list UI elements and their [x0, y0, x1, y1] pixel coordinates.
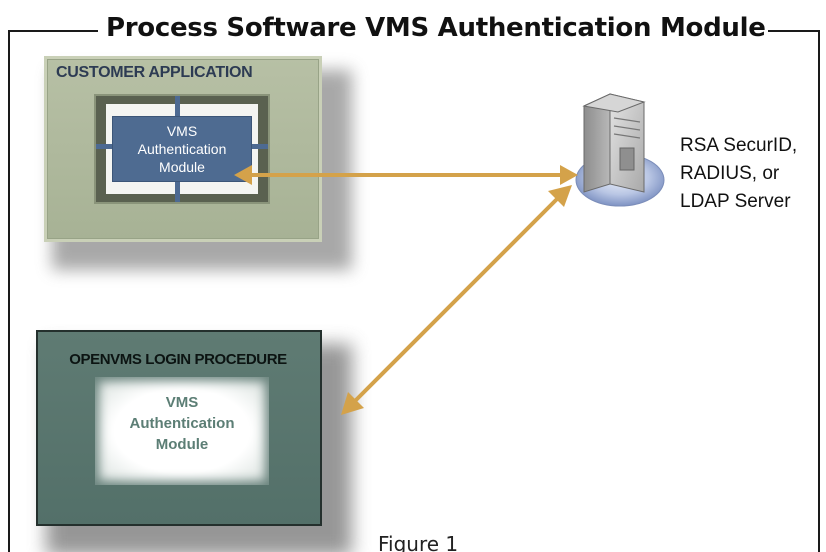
customer-module-line-2: Authentication — [137, 141, 227, 157]
server-label-line-3: LDAP Server — [680, 191, 791, 212]
frame-border-right — [818, 30, 820, 552]
figure-caption: Figure 1 — [378, 532, 459, 552]
customer-module-line-1: VMS — [166, 123, 198, 139]
frame-border-left — [8, 30, 10, 552]
server-label: RSA SecurID, RADIUS, or LDAP Server — [680, 132, 797, 216]
frame-border-top-right — [768, 30, 820, 32]
openvms-module-line-2: Authentication — [129, 415, 235, 432]
server-tower-icon-graphic — [575, 93, 665, 207]
openvms-login-label: OPENVMS LOGIN PROCEDURE — [69, 351, 287, 368]
openvms-module-background — [95, 377, 269, 485]
customer-vms-auth-module: VMS Authentication Module — [112, 116, 252, 182]
server-tower-icon — [570, 88, 666, 212]
openvms-module-line-1: VMS — [165, 394, 199, 411]
diagram-title: Process Software VMS Authentication Modu… — [106, 13, 766, 43]
server-label-line-1: RSA SecurID, — [680, 135, 798, 156]
frame-border-top-left — [8, 30, 98, 32]
arrow-openvms-to-server — [350, 194, 562, 406]
openvms-vms-auth-module: VMS Authentication Module — [95, 392, 269, 455]
customer-module-line-3: Module — [159, 159, 205, 175]
arrowhead-server-end-bottom — [548, 185, 572, 207]
openvms-module-line-3: Module — [155, 436, 209, 453]
server-label-line-2: RADIUS, or — [680, 163, 780, 184]
customer-application-label: CUSTOMER APPLICATION — [56, 64, 253, 81]
